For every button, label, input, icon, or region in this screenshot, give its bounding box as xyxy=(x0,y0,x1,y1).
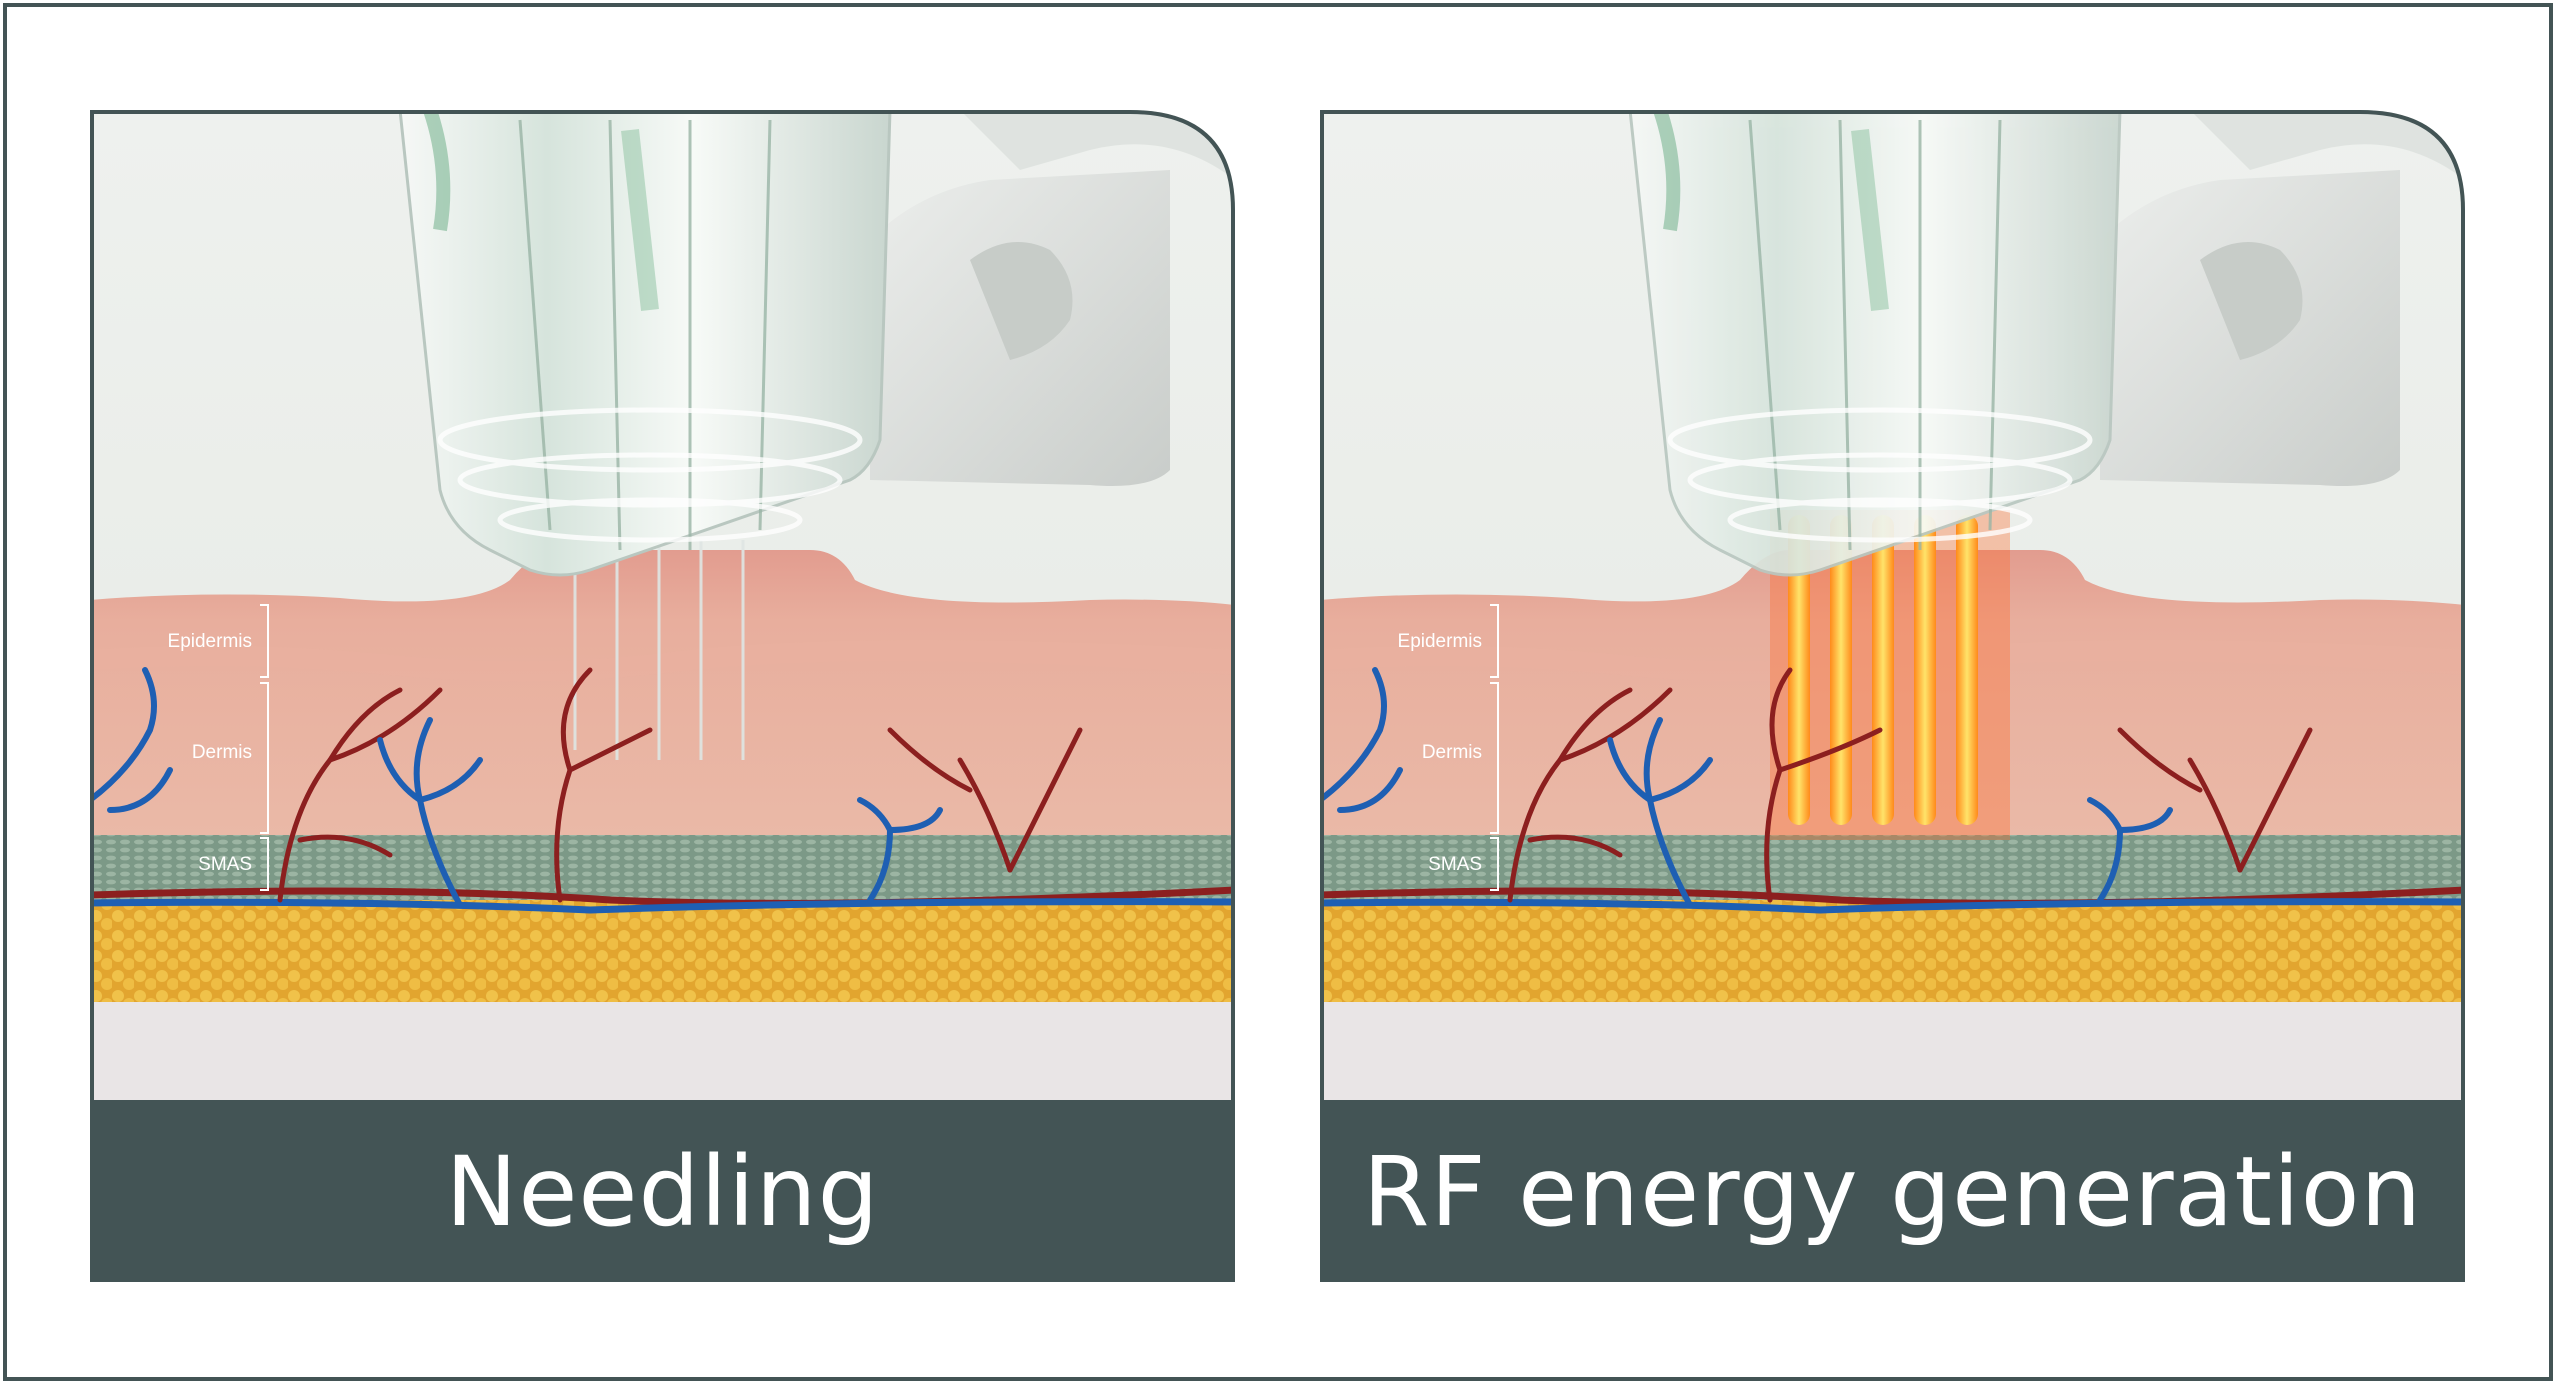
epidermis-label: Epidermis xyxy=(1398,631,1482,652)
dermis-label: Dermis xyxy=(192,742,252,763)
smas-label: SMAS xyxy=(198,854,252,875)
smas-label: SMAS xyxy=(1428,854,1482,875)
needling-caption-text: Needling xyxy=(445,1136,880,1248)
rf-energy-panel: Epidermis Dermis SMAS RF energy gen xyxy=(1320,110,2465,1282)
rf-energy-illustration: Epidermis Dermis SMAS xyxy=(1320,110,2465,1102)
rf-energy-caption: RF energy generation xyxy=(1320,1102,2465,1282)
needling-illustration: Epidermis Dermis SMAS xyxy=(90,110,1235,1102)
needling-caption: Needling xyxy=(90,1102,1235,1282)
epidermis-label: Epidermis xyxy=(168,631,252,652)
outer-frame xyxy=(3,3,2553,1381)
needling-panel: Epidermis Dermis SMAS xyxy=(90,110,1235,1282)
dermis-label: Dermis xyxy=(1422,742,1482,763)
rf-energy-caption-text: RF energy generation xyxy=(1362,1136,2423,1248)
